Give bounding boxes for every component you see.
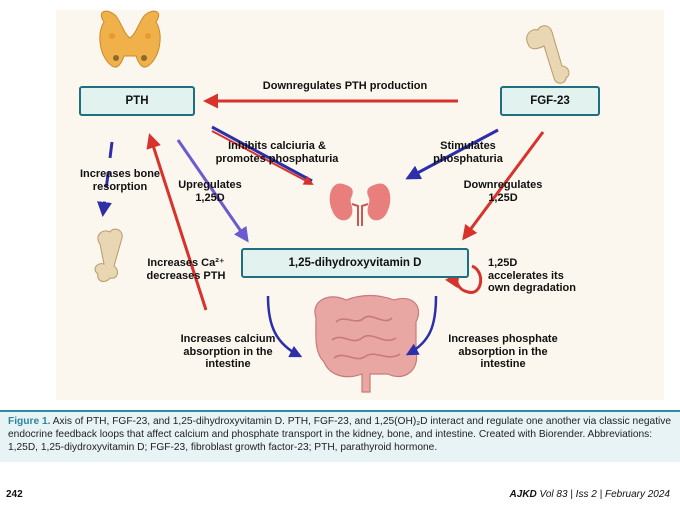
label-downregulates-125d: Downregulates 1,25D [463, 179, 543, 204]
journal-citation: AJKD Vol 83 | Iss 2 | February 2024 [510, 489, 670, 500]
arrow-vitd-to-intestine-calcium [266, 295, 303, 358]
arrow-fgf23-downregulates-vitd [462, 131, 545, 241]
arrow-pth-to-kidney-red [211, 130, 314, 185]
intestine-icon [314, 294, 420, 393]
node-pth: PTH [79, 86, 195, 116]
arrow-pth-upregulates-vitd [176, 139, 249, 243]
arrow-pth-to-kidney-blue [211, 125, 313, 183]
label-phosphate-absorption: Increases phosphate absorption in the in… [448, 333, 558, 370]
label-inhibits-calciuria: Inhibits calciuria & promotes phosphatur… [215, 140, 339, 165]
journal-issue: Vol 83 | Iss 2 | February 2024 [539, 489, 670, 500]
caption-label: Figure 1. [8, 416, 51, 427]
label-stimulates-phosphaturia: Stimulates phosphaturia [433, 140, 503, 165]
arrow-vitd-self-degradation [445, 264, 483, 294]
thyroid-icon [99, 10, 161, 68]
arrow-increases-ca-decreases-pth [146, 133, 208, 311]
journal-name: AJKD [509, 489, 537, 500]
page-number: 242 [6, 489, 23, 500]
label-upregulates-125d: Upregulates 1,25D [178, 179, 242, 204]
bone-icon-left [94, 228, 123, 282]
label-self-degradation: 1,25D accelerates its own degradation [488, 257, 576, 294]
label-increases-ca-decreases-pth: Increases Ca²⁺ decreases PTH [146, 257, 226, 282]
node-fgf23: FGF-23 [500, 86, 600, 116]
node-vitamin-d: 1,25-dihydroxyvitamin D [241, 248, 469, 278]
diagram-canvas [94, 10, 570, 393]
bone-icon-top-right [526, 25, 570, 84]
arrow-pth-increases-bone-resorption [97, 141, 114, 217]
arrow-vitd-to-intestine-phosphate [405, 295, 438, 356]
label-increases-bone-resorption: Increases bone resorption [79, 168, 161, 193]
label-downregulates-pth: Downregulates PTH production [262, 80, 428, 92]
label-calcium-absorption: Increases calcium absorption in the inte… [180, 333, 276, 370]
figure-caption: Figure 1. Axis of PTH, FGF-23, and 1,25-… [0, 410, 680, 462]
caption-text: Axis of PTH, FGF-23, and 1,25-dihydroxyv… [8, 416, 672, 453]
arrow-fgf23-stimulates-phosphaturia [405, 128, 499, 180]
kidney-icon [329, 183, 391, 226]
